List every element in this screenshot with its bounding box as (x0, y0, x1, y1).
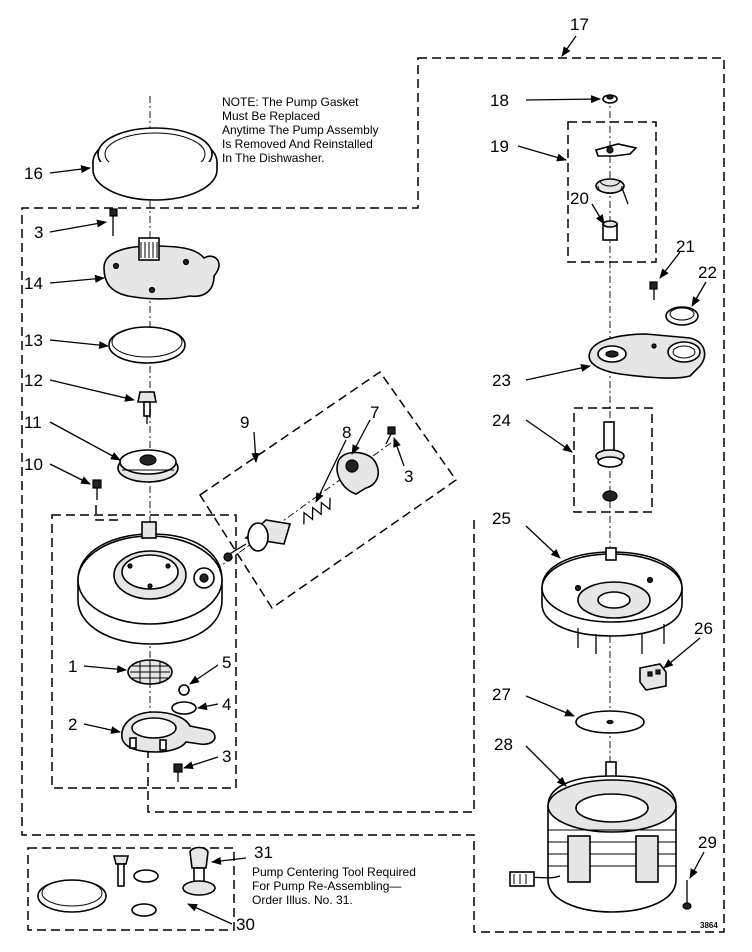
callout-19: 19 (490, 137, 509, 156)
callout-11: 11 (24, 413, 42, 432)
pump-gasket-note: NOTE: The Pump Gasket Must Be Replaced A… (222, 95, 379, 165)
pump-base (121, 711, 216, 753)
outline-motor-lower (147, 515, 475, 813)
valve-body (223, 519, 292, 562)
outline-group-30 (27, 847, 235, 931)
callout-16: 16 (24, 164, 43, 183)
callout-23: 23 (492, 371, 511, 390)
centering-tool (182, 846, 216, 896)
callout-3-bottom: 3 (222, 747, 231, 766)
note-line-1: NOTE: The Pump Gasket (222, 95, 359, 109)
outline-group-24 (573, 407, 653, 513)
note-line-2: Must Be Replaced (222, 109, 320, 123)
callout-26: 26 (694, 619, 713, 638)
callout-13: 13 (24, 331, 43, 350)
callout-3-valve: 3 (404, 467, 413, 486)
callout-18: 18 (490, 91, 509, 110)
note-line-5: In The Dishwasher. (222, 151, 325, 165)
note-line-4: Is Removed And Reinstalled (222, 137, 373, 151)
note-line-3: Anytime The Pump Assembly (222, 123, 379, 137)
valve-cap (336, 451, 379, 495)
centering-tool-note: Pump Centering Tool Required For Pump Re… (252, 865, 416, 907)
seal-ring (665, 306, 699, 326)
impeller (117, 449, 179, 483)
pump-cover-plate (103, 237, 220, 300)
screw-29 (682, 880, 692, 910)
outline-wash-lower (95, 505, 120, 521)
outline-group-9 (198, 370, 458, 610)
kit-seals (131, 869, 159, 917)
kit-gasket-ring (37, 879, 107, 913)
callout-12: 12 (24, 371, 43, 390)
callout-3-top: 3 (34, 223, 43, 242)
screw-bottom (173, 763, 183, 782)
callout-2: 2 (68, 715, 77, 734)
callout-28: 28 (494, 735, 513, 754)
callout-20: 20 (570, 189, 589, 208)
outline-group-19 (567, 121, 657, 263)
cam-spring (595, 178, 629, 205)
callout-27: 27 (492, 685, 511, 704)
outline-group-17 (21, 57, 725, 933)
callout-5: 5 (222, 653, 231, 672)
callout-14: 14 (24, 274, 43, 293)
tool-note-line-1: Pump Centering Tool Required (252, 865, 416, 879)
screw-top (109, 208, 118, 236)
screw-21 (649, 281, 658, 300)
callout-30: 30 (236, 915, 255, 934)
callout-24: 24 (492, 411, 511, 430)
kit-bolt (112, 855, 130, 887)
check-seal (171, 701, 197, 715)
callout-17: 17 (570, 15, 589, 34)
screw-valve (385, 426, 396, 445)
callout-7: 7 (370, 403, 379, 422)
slinger-disc (575, 710, 645, 734)
pump-gasket (92, 127, 218, 201)
callout-10: 10 (24, 455, 43, 474)
pump-housing (77, 521, 223, 645)
motor (509, 761, 677, 913)
check-ball (178, 684, 190, 696)
bushing (602, 220, 618, 241)
tool-note-line-2: For Pump Re-Assembling— (252, 879, 401, 893)
drive-coupling (595, 421, 625, 502)
mounting-plate (588, 333, 706, 379)
callout-4: 4 (222, 695, 231, 714)
tool-note-line-3: Order Illus. No. 31. (252, 893, 353, 907)
impeller-bolt (137, 391, 157, 424)
filter-screen (127, 659, 173, 685)
valve-spring (303, 497, 331, 525)
callout-21: 21 (676, 237, 695, 256)
outline-pump-housing-group (51, 514, 237, 789)
terminal-connector (639, 663, 667, 691)
callout-8: 8 (342, 423, 351, 442)
nut (602, 94, 618, 104)
cam-lever (594, 143, 638, 157)
motor-mount (541, 547, 683, 654)
callout-22: 22 (698, 263, 717, 282)
callout-31: 31 (254, 843, 273, 862)
screw-10 (92, 479, 102, 500)
leader-lines (49, 35, 707, 925)
figure-code: 3864 (700, 921, 718, 930)
callout-29: 29 (698, 833, 717, 852)
gasket-ring (108, 326, 186, 364)
callout-9: 9 (240, 413, 249, 432)
callout-25: 25 (492, 509, 511, 528)
callout-1: 1 (68, 657, 77, 676)
